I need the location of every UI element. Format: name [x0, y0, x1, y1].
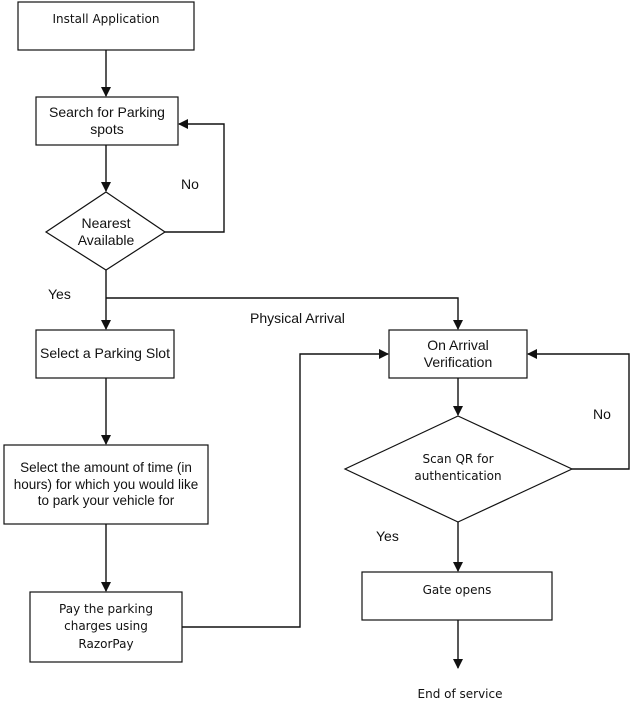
install-label: Install Application [52, 11, 160, 26]
select-time-label: Select the amount of time (in hours) for… [13, 459, 199, 509]
search-box [35, 96, 179, 146]
nearest-label: Nearest Available [77, 214, 135, 249]
gate-label: Gate opens [422, 582, 492, 597]
select-time-box [3, 444, 209, 525]
scan-qr-label: Scan QR for authentication [414, 452, 502, 483]
edge-pay-verification [182, 349, 389, 628]
pay-label: Pay the parking charges using RazorPay [59, 601, 153, 651]
edge-physical-arrival [106, 297, 463, 330]
edge-nearest-no-loop [165, 119, 225, 233]
yes-label-nearest: Yes [48, 286, 71, 302]
edge-scan-no-loop [527, 349, 630, 470]
verification-box [388, 329, 528, 379]
physical-arrival-label: Physical Arrival [250, 310, 345, 326]
gate-box [361, 571, 553, 621]
yes-label-scan: Yes [376, 528, 399, 544]
install-box [17, 1, 195, 51]
no-label-search: No [181, 176, 199, 192]
select-slot-box [35, 329, 175, 379]
verification-label: On Arrival Verification [423, 336, 493, 371]
select-slot-label: Select a Parking Slot [40, 345, 170, 362]
no-label-scan: No [593, 406, 611, 422]
search-label: Search for Parking spots [49, 103, 165, 138]
end-label: End of service [417, 686, 503, 701]
